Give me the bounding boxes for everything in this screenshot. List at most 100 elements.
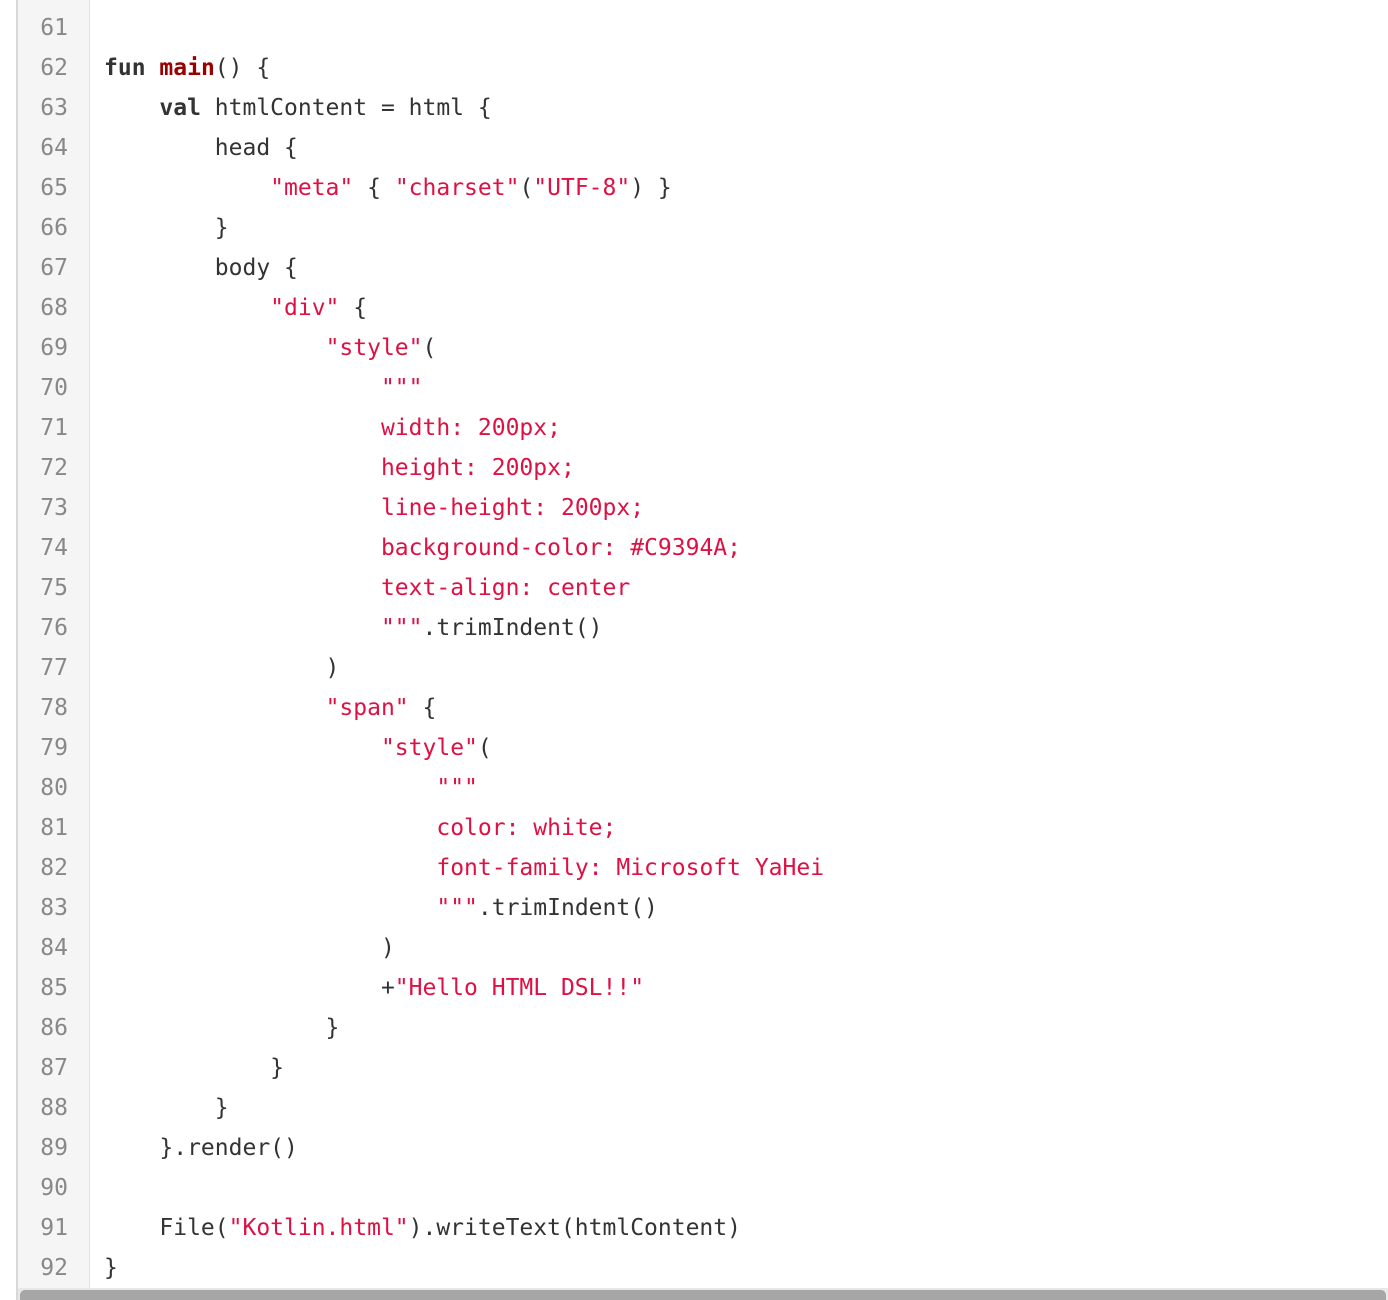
code-line[interactable]: 64 head { (18, 128, 1388, 168)
code-line[interactable]: 91 File("Kotlin.html").writeText(htmlCon… (18, 1208, 1388, 1248)
code-token: height: 200px; (380, 455, 575, 481)
code-token: """ (380, 375, 423, 401)
scrollbar-thumb[interactable] (20, 1290, 1386, 1300)
code-token (104, 295, 270, 321)
code-token: ) (104, 655, 340, 681)
code-token: } (104, 1055, 285, 1081)
code-token: body { (104, 255, 298, 281)
code-text: body { (104, 248, 298, 288)
code-text: width: 200px; (104, 408, 561, 448)
code-line[interactable]: 80 """ (18, 768, 1388, 808)
code-token (104, 375, 381, 401)
code-line[interactable]: 72 height: 200px; (18, 448, 1388, 488)
line-number: 87 (40, 1055, 68, 1081)
code-text: head { (104, 128, 298, 168)
code-line[interactable]: 82 font-family: Microsoft YaHei (18, 848, 1388, 888)
code-token: fun (104, 55, 146, 81)
code-token: "charset" (394, 175, 520, 201)
line-number: 89 (40, 1135, 68, 1161)
code-token: "UTF-8" (533, 175, 631, 201)
code-line[interactable]: 74 background-color: #C9394A; (18, 528, 1388, 568)
code-token (104, 455, 381, 481)
code-text: } (104, 208, 229, 248)
code-line[interactable]: 71 width: 200px; (18, 408, 1388, 448)
line-number: 92 (40, 1255, 68, 1281)
code-text: background-color: #C9394A; (104, 528, 741, 568)
code-token (104, 335, 326, 361)
code-token: """ (380, 615, 423, 641)
code-line[interactable]: 76 """.trimIndent() (18, 608, 1388, 648)
code-line[interactable]: 92} (18, 1248, 1388, 1288)
code-token: main (159, 55, 215, 81)
code-line[interactable]: 90 (18, 1168, 1388, 1208)
code-text: fun main() { (104, 48, 270, 88)
code-text: val htmlContent = html { (104, 88, 491, 128)
code-text: font-family: Microsoft YaHei (104, 848, 824, 888)
code-line[interactable]: 86 } (18, 1008, 1388, 1048)
code-token (104, 95, 159, 121)
line-number: 86 (40, 1015, 68, 1041)
code-text: ) (104, 648, 340, 688)
code-line[interactable]: 85 +"Hello HTML DSL!!" (18, 968, 1388, 1008)
line-number: 75 (40, 575, 68, 601)
code-line[interactable]: 87 } (18, 1048, 1388, 1088)
code-token (146, 55, 160, 81)
code-line[interactable]: 61 (18, 8, 1388, 48)
code-line[interactable]: 78 "span" { (18, 688, 1388, 728)
code-text: "meta" { "charset"("UTF-8") } (104, 168, 672, 208)
line-number: 61 (40, 15, 68, 41)
code-text: "div" { (104, 288, 367, 328)
code-line[interactable]: 83 """.trimIndent() (18, 888, 1388, 928)
line-number: 62 (40, 55, 68, 81)
code-line[interactable]: 70 """ (18, 368, 1388, 408)
code-token: () { (214, 55, 271, 81)
code-line[interactable]: 66 } (18, 208, 1388, 248)
code-line[interactable]: 73 line-height: 200px; (18, 488, 1388, 528)
line-number: 81 (40, 815, 68, 841)
code-text: } (104, 1088, 229, 1128)
code-line[interactable]: 69 "style"( (18, 328, 1388, 368)
code-text: } (104, 1008, 340, 1048)
line-number: 76 (40, 615, 68, 641)
code-text: "span" { (104, 688, 437, 728)
code-token: ( (477, 735, 492, 761)
code-line[interactable]: 88 } (18, 1088, 1388, 1128)
code-token: line-height: 200px; (380, 495, 645, 521)
code-token: text-align: center (380, 575, 631, 601)
code-token: "Kotlin.html" (228, 1215, 409, 1241)
code-line[interactable]: 89 }.render() (18, 1128, 1388, 1168)
code-token: .trimIndent() (477, 895, 658, 921)
code-token: """ (436, 895, 478, 921)
code-text: ) (104, 928, 395, 968)
code-line[interactable]: 68 "div" { (18, 288, 1388, 328)
code-token (104, 175, 270, 201)
code-line[interactable]: 77 ) (18, 648, 1388, 688)
code-token (104, 895, 436, 921)
code-token: "span" (325, 695, 409, 721)
code-line[interactable]: 81 color: white; (18, 808, 1388, 848)
line-number: 68 (40, 295, 68, 321)
code-line[interactable]: 63 val htmlContent = html { (18, 88, 1388, 128)
code-line[interactable]: 79 "style"( (18, 728, 1388, 768)
code-line[interactable]: 84 ) (18, 928, 1388, 968)
line-number: 67 (40, 255, 68, 281)
code-token (104, 855, 436, 881)
code-token (104, 695, 326, 721)
code-line[interactable]: 67 body { (18, 248, 1388, 288)
code-line[interactable]: 75 text-align: center (18, 568, 1388, 608)
code-token: File( (104, 1215, 229, 1241)
line-number: 69 (40, 335, 68, 361)
code-line[interactable]: 65 "meta" { "charset"("UTF-8") } (18, 168, 1388, 208)
code-text: color: white; (104, 808, 616, 848)
code-token: ) } (630, 175, 672, 201)
code-token: ).writeText(htmlContent) (408, 1215, 741, 1241)
line-number: 73 (40, 495, 68, 521)
code-token (104, 535, 381, 561)
code-token: "Hello HTML DSL!!" (394, 975, 645, 1001)
horizontal-scrollbar[interactable] (18, 1288, 1388, 1300)
code-token (104, 735, 381, 761)
code-token: background-color: #C9394A; (380, 535, 741, 561)
code-line[interactable]: 62 fun main() { (18, 48, 1388, 88)
